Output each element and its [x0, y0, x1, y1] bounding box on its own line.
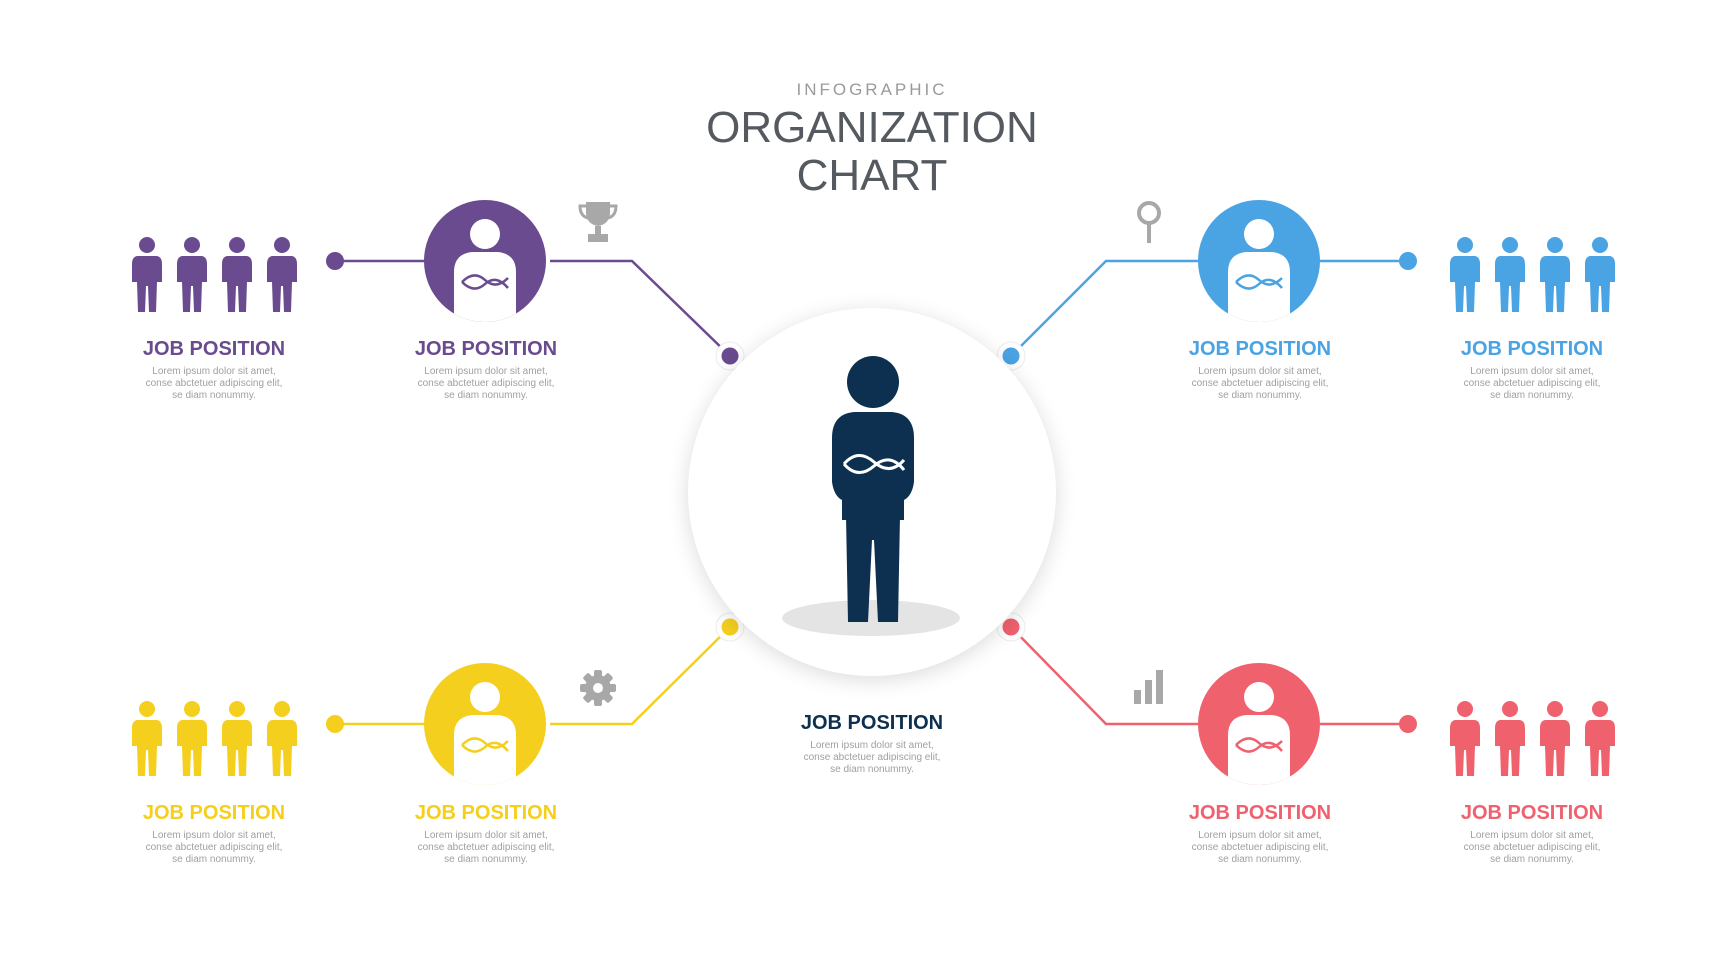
blue-position-label: JOB POSITION Lorem ipsum dolor sit amet,… [1160, 338, 1360, 402]
blue-team-icon [1448, 236, 1616, 314]
yellow-team-icon [130, 700, 298, 778]
purple-position-avatar [424, 200, 546, 322]
yellow-connector [326, 612, 745, 733]
purple-team-label: JOB POSITION Lorem ipsum dolor sit amet,… [114, 338, 314, 402]
title-line-1: ORGANIZATION [706, 103, 1038, 152]
red-position-avatar [1198, 663, 1320, 785]
leader-figure-icon [832, 356, 914, 622]
red-team-icon [1448, 700, 1616, 778]
purple-team-title: JOB POSITION [142, 338, 286, 360]
purple-team-desc: Lorem ipsum dolor sit amet, conse abctet… [145, 366, 283, 401]
blue-position-avatar [1198, 200, 1320, 322]
red-position-desc: Lorem ipsum dolor sit amet, conse abctet… [1191, 830, 1329, 865]
yellow-position-title: JOB POSITION [414, 802, 558, 824]
yellow-position-avatar [424, 663, 546, 785]
blue-team-title: JOB POSITION [1460, 338, 1604, 360]
red-position-title: JOB POSITION [1188, 802, 1332, 824]
center-label: JOB POSITION Lorem ipsum dolor sit amet,… [772, 712, 972, 776]
yellow-position-desc: Lorem ipsum dolor sit amet, conse abctet… [417, 830, 555, 865]
red-team-title: JOB POSITION [1460, 802, 1604, 824]
purple-team-icon [130, 236, 298, 314]
yellow-team-desc: Lorem ipsum dolor sit amet, conse abctet… [145, 830, 283, 865]
magnifier-icon [1137, 201, 1161, 243]
gear-icon [580, 670, 616, 706]
blue-position-title: JOB POSITION [1188, 338, 1332, 360]
yellow-team-label: JOB POSITION Lorem ipsum dolor sit amet,… [114, 802, 314, 866]
center-title: JOB POSITION [800, 712, 944, 734]
trophy-icon [578, 202, 618, 242]
yellow-position-label: JOB POSITION Lorem ipsum dolor sit amet,… [386, 802, 586, 866]
center-figure-shadow [782, 600, 960, 636]
center-desc: Lorem ipsum dolor sit amet, conse abctet… [803, 740, 941, 775]
red-position-label: JOB POSITION Lorem ipsum dolor sit amet,… [1160, 802, 1360, 866]
page-title: ORGANIZATION CHART [0, 104, 1736, 200]
blue-position-desc: Lorem ipsum dolor sit amet, conse abctet… [1191, 366, 1329, 401]
bar-chart-icon [1134, 670, 1163, 704]
red-team-desc: Lorem ipsum dolor sit amet, conse abctet… [1463, 830, 1601, 865]
purple-position-desc: Lorem ipsum dolor sit amet, conse abctet… [417, 366, 555, 401]
purple-connector [326, 252, 745, 371]
purple-position-title: JOB POSITION [414, 338, 558, 360]
purple-position-label: JOB POSITION Lorem ipsum dolor sit amet,… [386, 338, 586, 402]
title-kicker: INFOGRAPHIC [796, 80, 948, 99]
title-line-2: CHART [796, 151, 948, 200]
blue-team-label: JOB POSITION Lorem ipsum dolor sit amet,… [1432, 338, 1632, 402]
yellow-team-title: JOB POSITION [142, 802, 286, 824]
red-team-label: JOB POSITION Lorem ipsum dolor sit amet,… [1432, 802, 1632, 866]
blue-team-desc: Lorem ipsum dolor sit amet, conse abctet… [1463, 366, 1601, 401]
